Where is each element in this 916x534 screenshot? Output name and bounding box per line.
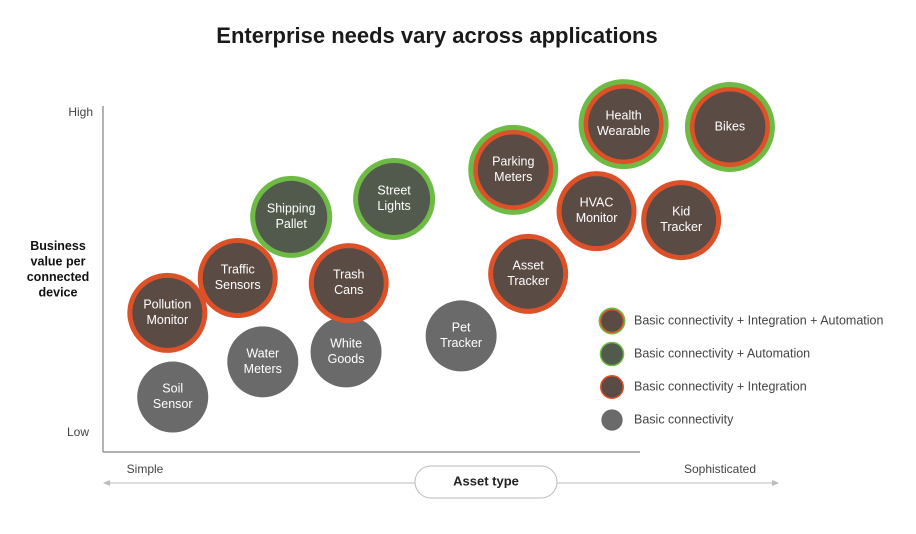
y-axis-label-line: device xyxy=(39,286,78,300)
bubble-label: Tracker xyxy=(440,336,482,350)
bubble-label: Wearable xyxy=(597,124,650,138)
y-axis-label-line: value per xyxy=(31,255,86,269)
bubble-label: Pallet xyxy=(276,217,308,231)
bubble-fill xyxy=(358,162,431,235)
legend-label: Basic connectivity + Integration + Autom… xyxy=(634,313,883,327)
bubble-label: Soil xyxy=(162,382,183,396)
x-tick-simple: Simple xyxy=(127,462,164,476)
bubble-label: Monitor xyxy=(576,211,618,225)
legend-item-integ: Basic connectivity + Integration xyxy=(600,375,807,399)
x-axis-label: Asset type xyxy=(453,473,519,488)
legend-label: Basic connectivity + Integration xyxy=(634,379,807,393)
bubble-label: Tracker xyxy=(507,274,549,288)
y-tick-high: High xyxy=(68,105,93,119)
bubble-label: Trash xyxy=(333,268,365,282)
bubble-label: Monitor xyxy=(146,313,188,327)
bubble-fill xyxy=(601,376,623,398)
bubble-label: Parking xyxy=(492,154,534,168)
bubble-fill xyxy=(227,326,299,398)
bubble-label: Street xyxy=(377,184,411,198)
arrow-right-icon xyxy=(772,480,779,486)
bubble-label: Meters xyxy=(494,170,532,184)
bubble-label: Shipping xyxy=(267,201,316,215)
bubble-label: Kid xyxy=(672,205,690,219)
bubble-label: Sensor xyxy=(153,397,193,411)
bubble-bikes: Bikes xyxy=(684,81,775,172)
legend-item-both: Basic connectivity + Integration + Autom… xyxy=(598,307,883,335)
bubble-fill xyxy=(202,243,273,313)
bubble-label: Health xyxy=(606,109,642,123)
bubble-label: Pollution xyxy=(143,297,191,311)
bubble-fill xyxy=(310,316,382,388)
bubble-label: Traffic xyxy=(221,263,255,277)
bubble-label: HVAC xyxy=(580,196,614,210)
legend-item-auto: Basic connectivity + Automation xyxy=(599,341,810,367)
bubble-fill xyxy=(601,409,623,431)
legend-label: Basic connectivity + Automation xyxy=(634,346,810,360)
bubble-label: Meters xyxy=(244,362,282,376)
legend-item-basic: Basic connectivity xyxy=(601,409,734,431)
x-tick-sophisticated: Sophisticated xyxy=(684,462,756,476)
bubble-label: Tracker xyxy=(660,220,702,234)
bubble-label: Goods xyxy=(328,352,365,366)
bubble-fill xyxy=(588,88,660,160)
legend-label: Basic connectivity xyxy=(634,412,734,426)
bubble-fill xyxy=(313,248,384,319)
bubble-label: White xyxy=(330,336,362,350)
bubble-fill xyxy=(132,277,203,348)
bubble-label: Sensors xyxy=(215,278,261,292)
bubble-fill xyxy=(137,361,209,433)
x-axis-label-pill xyxy=(414,465,558,499)
arrow-left-icon xyxy=(103,480,110,486)
bubble-fill xyxy=(425,300,497,372)
bubble-label: Pet xyxy=(452,320,471,334)
chart-title: Enterprise needs vary across application… xyxy=(216,23,657,48)
bubble-fill xyxy=(493,238,564,309)
bubble-label: Lights xyxy=(377,199,410,213)
bubble-label: Bikes xyxy=(715,119,746,133)
bubble-fill xyxy=(601,310,623,332)
bubble-fill xyxy=(561,176,632,247)
bubble-label: Asset xyxy=(513,258,545,272)
y-tick-low: Low xyxy=(67,425,89,439)
y-axis-label-line: connected xyxy=(27,270,90,284)
bubble-fill xyxy=(477,134,549,206)
bubble-label: Water xyxy=(246,346,279,360)
y-axis-label-line: Business xyxy=(30,239,86,253)
bubble-label: Cans xyxy=(334,283,363,297)
bubble-fill xyxy=(255,180,328,253)
bubble-fill xyxy=(601,343,623,365)
bubble-fill xyxy=(646,185,717,256)
bubble-fill xyxy=(694,91,766,163)
